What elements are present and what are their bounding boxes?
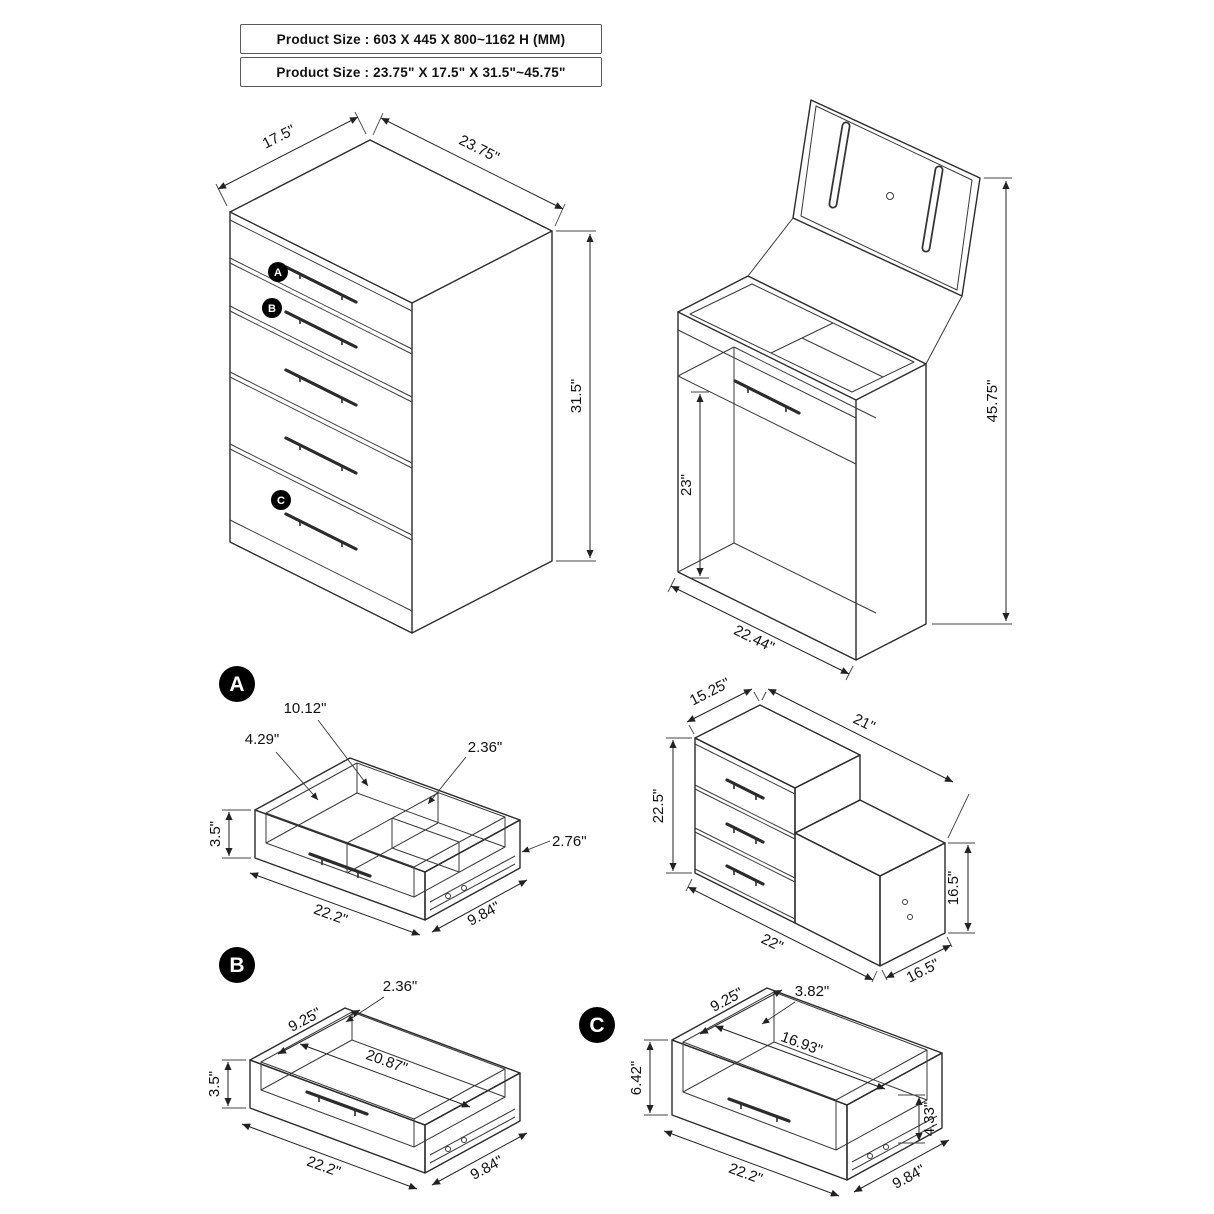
dim-drawer-c-front-height: 6.42" [628, 1061, 645, 1096]
base-unit-view: 15.25" 21" 22.5" 16.5" 22" 16.5" [650, 675, 975, 987]
dim-vanity-knee-height: 23" [678, 474, 695, 496]
led-strip-icon [828, 121, 944, 253]
dim-chest-width: 23.75" [456, 132, 502, 166]
drawer-handle-icon [727, 1097, 791, 1123]
dim-drawer-c-rail-height: 4.33" [921, 1102, 938, 1137]
drawer-handle-icon [308, 852, 372, 878]
drawer-slide-icon [429, 855, 516, 911]
dim-chest-depth: 17.5" [260, 122, 298, 153]
product-size-in-label: Product Size : 23.75" X 17.5" X 31.5"~45… [240, 57, 602, 87]
cam-lock-icon [902, 899, 908, 905]
dim-unit-left-height: 22.5" [650, 789, 667, 824]
drawer-handle-icon [733, 379, 801, 415]
dim-tray-height: 3.5" [207, 821, 224, 847]
dim-tray-compartment-width: 10.12" [284, 700, 327, 717]
dim-vanity-total-height: 45.75" [984, 380, 1001, 423]
dim-drawer-c-inner-width: 16.93" [778, 1028, 824, 1059]
vanity-open-view: 45.75" 23" 22.44" [667, 99, 1012, 681]
section-b-label: B [229, 954, 244, 977]
mirror-button-icon [886, 192, 894, 200]
dim-unit-bottom-depth: 16.5" [904, 956, 942, 987]
marker-a-badge [268, 262, 288, 282]
section-a-label: A [229, 673, 244, 696]
marker-a-label: A [274, 267, 282, 279]
dim-tray-divider: 2.36" [468, 739, 503, 756]
drawer-detail-c: C 3.82" 9.25" 16.93" 6.42" 4 [579, 983, 950, 1197]
marker-b-label: B [268, 303, 276, 315]
dim-drawer-b-width: 22.2" [304, 1153, 342, 1181]
drawer-detail-b: B 2.36" 9.25" 20.87" 3.5" 22.2" [206, 947, 528, 1190]
marker-c-label: C [277, 495, 285, 507]
drawer-slide-icon [429, 1108, 516, 1164]
section-c-badge [579, 1007, 615, 1043]
marker-c-badge [271, 490, 291, 510]
dim-chest-height: 31.5" [568, 379, 585, 414]
dim-drawer-b-divider: 2.36" [383, 978, 418, 995]
dim-unit-right-height: 16.5" [945, 871, 962, 906]
dim-unit-top-width: 21" [850, 710, 877, 735]
drawer-handle-icon [284, 265, 358, 551]
tray-detail-a: A 10.12" 4.29" [207, 666, 587, 936]
product-size-mm-label: Product Size : 603 X 445 X 800~1162 H (M… [240, 24, 602, 54]
section-c-label: C [589, 1014, 604, 1037]
dim-unit-top-depth: 15.25" [687, 675, 733, 710]
drawer-handle-icon [725, 778, 765, 886]
dim-drawer-c-width: 22.2" [726, 1160, 764, 1188]
dim-tray-width: 22.2" [311, 901, 349, 929]
drawer-handle-icon [305, 1090, 369, 1116]
dim-drawer-c-divider: 3.82" [795, 983, 830, 1000]
dim-drawer-b-depth: 9.84" [468, 1152, 506, 1183]
section-b-badge [219, 947, 255, 983]
section-a-badge [219, 666, 255, 702]
cam-lock-icon [907, 914, 913, 920]
dim-drawer-b-height: 3.5" [206, 1071, 223, 1097]
chest-closed-view: A B C 17.5" 23.75" 31.5" [215, 111, 596, 634]
marker-b-badge [262, 298, 282, 318]
dim-drawer-c-depth: 9.84" [890, 1161, 928, 1192]
dim-drawer-b-inner-width: 20.87" [363, 1046, 409, 1077]
dim-tray-rail: 2.76" [552, 833, 587, 850]
dim-tray-compartment-width-2: 4.29" [245, 731, 280, 748]
